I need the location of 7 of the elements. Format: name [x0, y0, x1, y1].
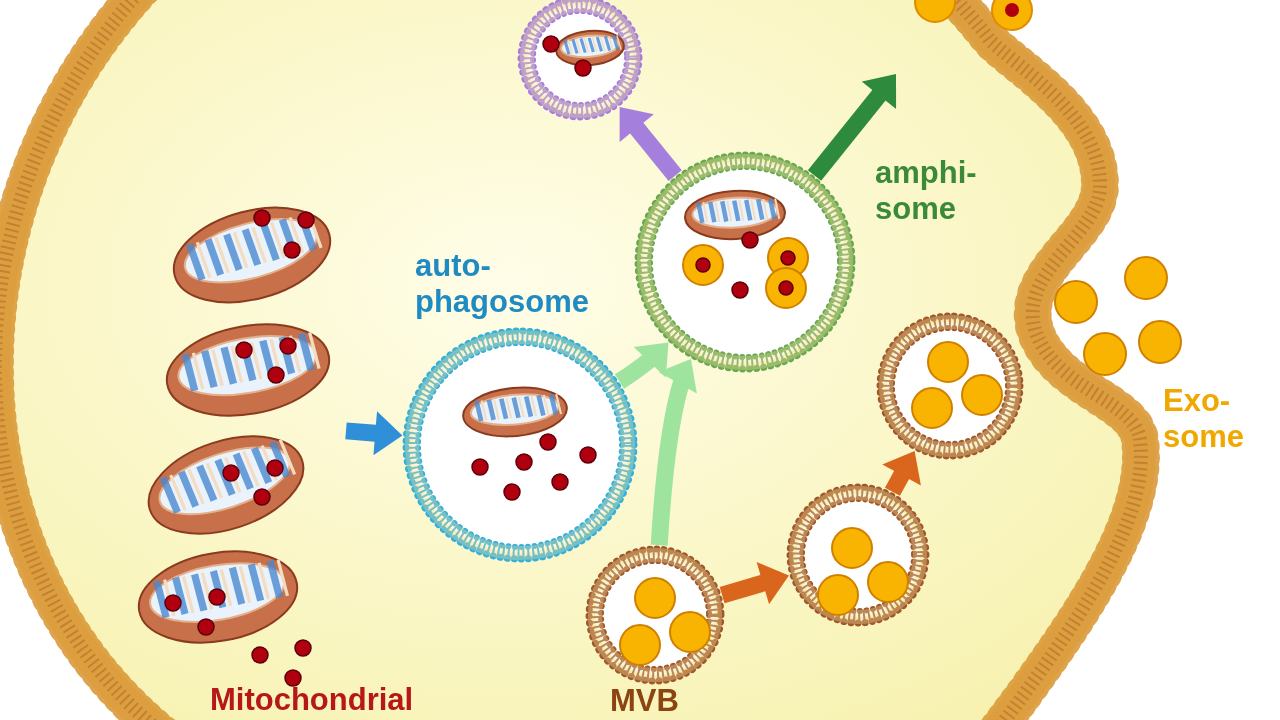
arrow: [345, 411, 404, 456]
arrow: [719, 562, 792, 605]
organelle-label: auto- phagosome: [415, 248, 590, 320]
organelle-label: Exo- some: [1163, 383, 1245, 455]
organelle-label: amphi- some: [875, 155, 978, 227]
organelle-label: MVB: [610, 683, 680, 719]
organelle-label: Mitochondrial: [210, 682, 415, 718]
